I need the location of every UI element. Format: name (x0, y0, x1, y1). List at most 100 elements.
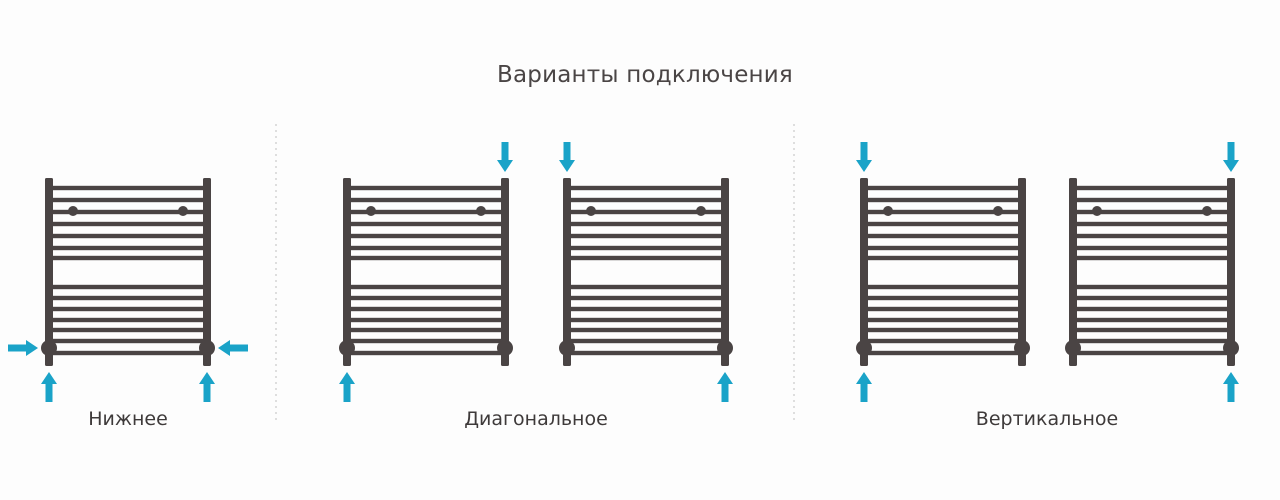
radiator-bar (49, 338, 207, 344)
flow-arrow-down-icon (1223, 142, 1239, 172)
radiator-bar (567, 221, 725, 227)
radiator-bar (1073, 295, 1231, 301)
radiator-bar (864, 185, 1022, 191)
radiator-bar (1073, 233, 1231, 239)
radiator-bar (347, 284, 505, 290)
flow-arrow-left-icon (218, 340, 248, 356)
radiator-bar (347, 233, 505, 239)
mount-dot-icon (68, 206, 78, 216)
radiator-bar (567, 295, 725, 301)
radiator-bar (1073, 255, 1231, 261)
mount-dot-icon (1202, 206, 1212, 216)
radiator-bar (347, 221, 505, 227)
radiator-bar (49, 255, 207, 261)
radiator-bar (49, 350, 207, 356)
radiator-bar (49, 209, 207, 215)
radiator-2-0 (856, 142, 1030, 402)
radiator-bar (1073, 306, 1231, 312)
radiator-bar (347, 185, 505, 191)
flow-arrow-up-icon (41, 372, 57, 402)
radiator-bar (347, 306, 505, 312)
mount-dot-icon (178, 206, 188, 216)
radiator-bar (567, 197, 725, 203)
radiator-bar (49, 295, 207, 301)
radiator-bar (567, 350, 725, 356)
connection-node-icon (1014, 340, 1030, 356)
radiator-bar (567, 255, 725, 261)
flow-arrow-right-icon (8, 340, 38, 356)
radiator-bar (1073, 197, 1231, 203)
group-label-vertical: Вертикальное (975, 408, 1119, 430)
radiator-bar (49, 221, 207, 227)
connection-node-icon (856, 340, 872, 356)
radiator-bar (1073, 185, 1231, 191)
radiator-bar (347, 350, 505, 356)
radiator-bar (1073, 317, 1231, 323)
connection-node-icon (717, 340, 733, 356)
radiator-right-rail (1227, 178, 1235, 366)
flow-arrow-down-icon (856, 142, 872, 172)
connection-node-icon (559, 340, 575, 356)
radiator-bar (567, 338, 725, 344)
flow-arrow-up-icon (339, 372, 355, 402)
radiator-bar (347, 317, 505, 323)
group-label-bottom: Нижнее (88, 408, 168, 430)
radiator-bar (567, 284, 725, 290)
flow-arrow-down-icon (497, 142, 513, 172)
radiator-bar (347, 327, 505, 333)
radiator-bar (49, 245, 207, 251)
radiator-bar (347, 255, 505, 261)
mount-dot-icon (1092, 206, 1102, 216)
connection-node-icon (41, 340, 57, 356)
radiator-bar (49, 327, 207, 333)
mount-dot-icon (586, 206, 596, 216)
radiator-left-rail (860, 178, 868, 366)
radiator-bar (864, 209, 1022, 215)
radiator-bar (864, 255, 1022, 261)
radiator-left-rail (343, 178, 351, 366)
radiator-bar (864, 327, 1022, 333)
radiator-bar (49, 317, 207, 323)
radiator-bar (864, 317, 1022, 323)
radiator-bar (1073, 338, 1231, 344)
radiator-bar (1073, 221, 1231, 227)
radiator-right-rail (721, 178, 729, 366)
mount-dot-icon (366, 206, 376, 216)
connection-node-icon (1065, 340, 1081, 356)
flow-arrow-up-icon (1223, 372, 1239, 402)
radiator-left-rail (563, 178, 571, 366)
mount-dot-icon (993, 206, 1003, 216)
radiator-right-rail (501, 178, 509, 366)
radiator-bar (49, 185, 207, 191)
mount-dot-icon (476, 206, 486, 216)
radiator-bar (567, 306, 725, 312)
radiator-bar (347, 197, 505, 203)
radiator-bar (1073, 350, 1231, 356)
group-label-diagonal: Диагональное (464, 408, 608, 430)
radiator-bar (864, 295, 1022, 301)
flow-arrow-up-icon (856, 372, 872, 402)
radiator-bar (567, 327, 725, 333)
radiator-bar (864, 245, 1022, 251)
connection-node-icon (199, 340, 215, 356)
radiator-bar (864, 221, 1022, 227)
flow-arrow-up-icon (199, 372, 215, 402)
radiator-bar (1073, 245, 1231, 251)
radiator-bar (567, 245, 725, 251)
radiator-right-rail (203, 178, 211, 366)
radiator-bar (49, 284, 207, 290)
connection-node-icon (1223, 340, 1239, 356)
radiator-left-rail (45, 178, 53, 366)
flow-arrow-up-icon (717, 372, 733, 402)
radiator-bar (347, 295, 505, 301)
radiator-bar (1073, 209, 1231, 215)
radiator-bar (49, 306, 207, 312)
radiator-bar (1073, 284, 1231, 290)
radiator-0-0 (8, 178, 248, 402)
radiator-bar (347, 209, 505, 215)
radiator-bar (347, 338, 505, 344)
mount-dot-icon (883, 206, 893, 216)
radiator-bar (864, 284, 1022, 290)
radiator-2-1 (1065, 142, 1239, 402)
